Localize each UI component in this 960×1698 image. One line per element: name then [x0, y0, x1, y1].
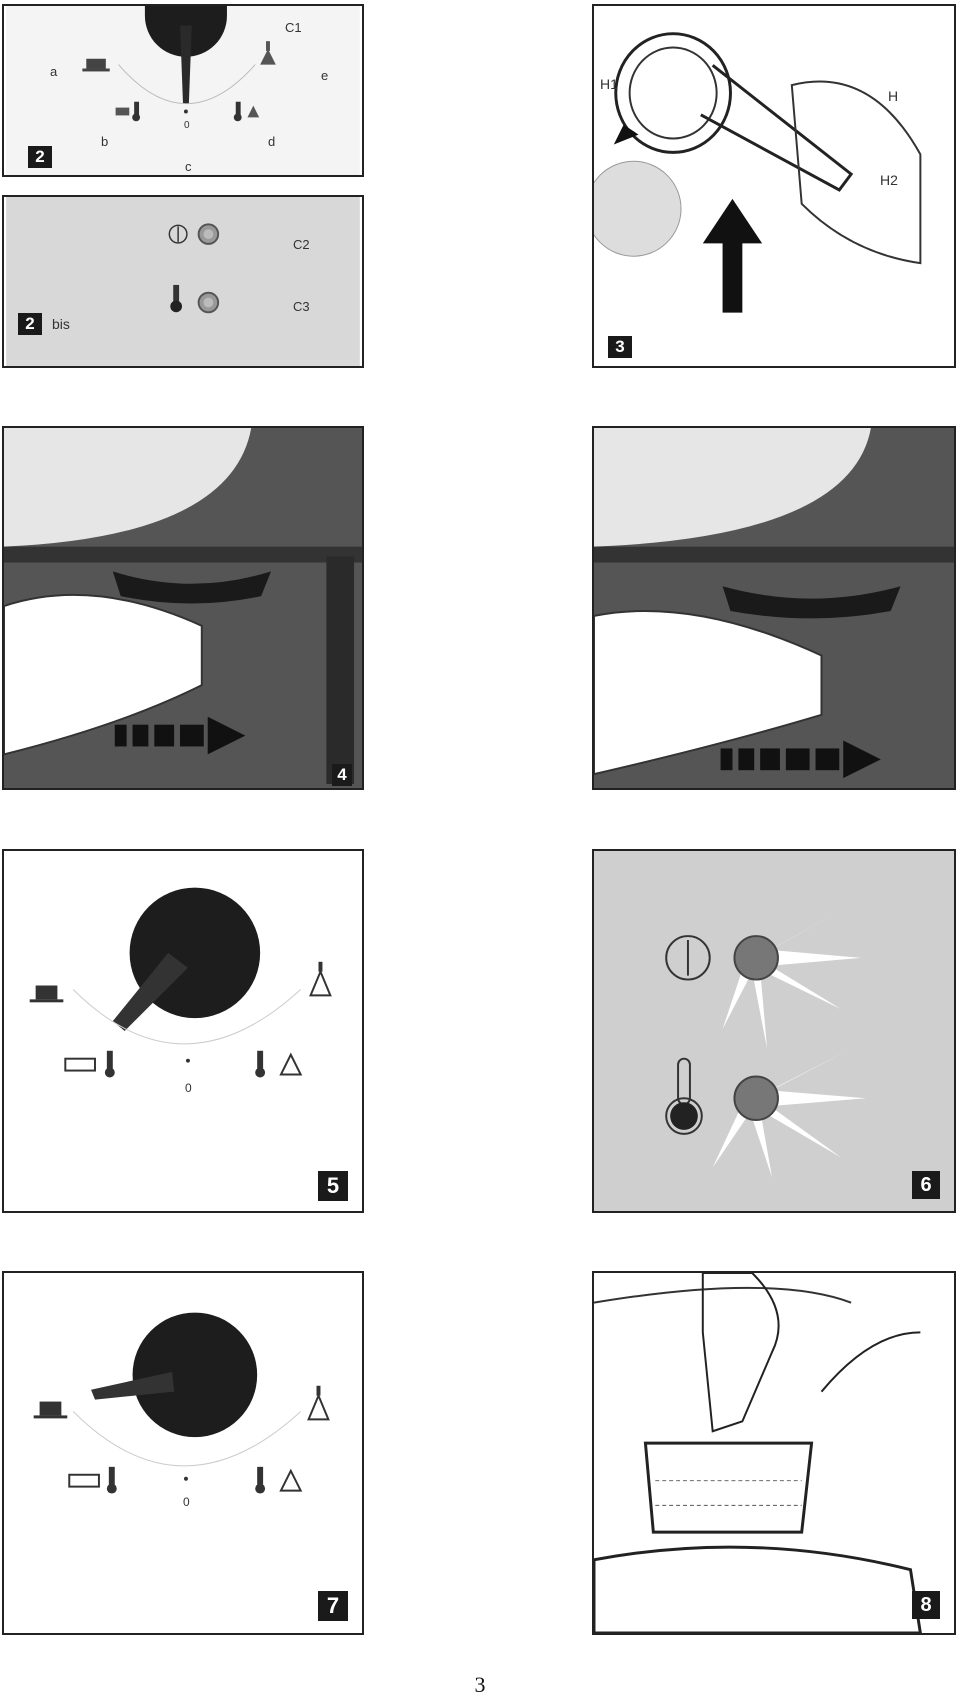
- figure-4-illustration: [4, 428, 362, 788]
- arrow-right-icon: [114, 716, 246, 755]
- selector-knob-icon: [144, 6, 227, 104]
- label-c2: C2: [293, 237, 310, 252]
- label-h2: H2: [880, 172, 898, 188]
- filter-holder-icon: [614, 32, 854, 192]
- thermometer-icon: [68, 1466, 117, 1494]
- figure-3: H1 H H2 3: [592, 4, 956, 368]
- power-icon: [665, 935, 711, 981]
- figure-2-illustration: [6, 6, 360, 175]
- label-zero: 0: [184, 120, 190, 131]
- indicator-lamp-icon: [197, 291, 220, 314]
- steam-icon: [260, 41, 276, 65]
- figure-4: 4: [2, 426, 364, 790]
- thermometer-icon: [233, 101, 260, 122]
- figure-number: 4: [332, 764, 352, 786]
- figure-7-illustration: [4, 1273, 362, 1633]
- coffee-cup-icon: [29, 985, 64, 1003]
- coffee-cup-icon: [33, 1401, 68, 1419]
- figure-5: 0 5: [2, 849, 364, 1213]
- figure-number: 7: [318, 1591, 348, 1621]
- figure-number: 3: [608, 336, 632, 358]
- label-zero: 0: [183, 1495, 190, 1509]
- figure-2bis-illustration: [6, 197, 360, 366]
- figure-4b-illustration: [594, 428, 954, 788]
- label-h1: H1: [600, 76, 618, 92]
- label-b: b: [101, 134, 109, 149]
- thermometer-icon: [64, 1050, 115, 1078]
- label-h: H: [888, 88, 899, 104]
- thermometer-icon: [115, 101, 141, 122]
- figure-6-illustration: [594, 851, 954, 1211]
- arrow-right-icon: [720, 740, 881, 779]
- hand-icon: [594, 609, 823, 776]
- label-a: a: [50, 64, 58, 79]
- thermometer-icon: [255, 1466, 303, 1494]
- label-c: c: [185, 159, 192, 174]
- figure-number: 6: [912, 1171, 940, 1199]
- figure-number: 2: [18, 313, 42, 335]
- selector-knob-icon: [91, 1312, 258, 1438]
- indicator-lamp-icon: [197, 223, 220, 245]
- label-zero: 0: [185, 1081, 192, 1095]
- figure-2: C1 a b c d e 0 2: [2, 4, 364, 177]
- figure-number: 2: [28, 146, 52, 168]
- figure-3-illustration: [594, 6, 954, 366]
- hand-icon: [701, 1273, 921, 1433]
- thermometer-icon: [255, 1050, 303, 1078]
- hand-icon: [4, 593, 203, 756]
- coffee-cup-icon: [82, 58, 110, 72]
- figure-4b: [592, 426, 956, 790]
- figure-7: 0 7: [2, 1271, 364, 1635]
- figure-6: 6: [592, 849, 956, 1213]
- figure-8-illustration: [594, 1273, 954, 1633]
- label-c1: C1: [285, 20, 302, 35]
- steam-icon: [307, 1385, 330, 1421]
- thermometer-icon: [170, 284, 183, 313]
- figure-suffix: bis: [52, 316, 70, 332]
- arrow-right-icon: [613, 124, 763, 313]
- label-d: d: [268, 134, 276, 149]
- indicator-lamp-icon: [722, 910, 862, 1049]
- label-e: e: [321, 68, 329, 83]
- figure-8: 8: [592, 1271, 956, 1635]
- figure-number: 8: [912, 1591, 940, 1619]
- figure-number: 5: [318, 1171, 348, 1201]
- hand-icon: [790, 80, 922, 265]
- figure-2bis: C2 C3 2 bis: [2, 195, 364, 368]
- selector-knob-icon: [112, 887, 261, 1031]
- figure-5-illustration: [4, 851, 362, 1211]
- thermometer-icon: [665, 1057, 703, 1135]
- label-c3: C3: [293, 299, 310, 314]
- page-number: 3: [474, 1672, 486, 1697]
- steam-icon: [309, 961, 332, 997]
- indicator-lamp-icon: [712, 1048, 866, 1178]
- power-icon: [168, 224, 188, 244]
- water-tank-icon: [643, 1441, 814, 1534]
